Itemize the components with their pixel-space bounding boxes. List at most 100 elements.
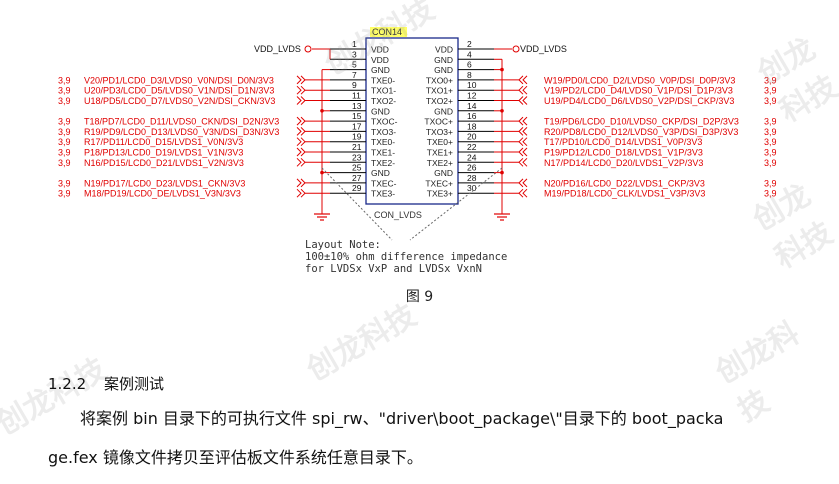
section-title: 案例测试 xyxy=(104,375,165,393)
junction-dot xyxy=(500,67,504,72)
net-label-right: R20/PD8/LCD0_D12/LVDS0_V3P/DSI_D3P/3V3 xyxy=(544,127,738,137)
pin-number-left: 27 xyxy=(352,173,362,183)
pin-name-left: VDD xyxy=(371,55,389,65)
layout-note-line3: for LVDSx VxP and LVDSx VxnN xyxy=(305,263,482,275)
bus-arrow-left xyxy=(296,137,306,147)
bus-arrow-right xyxy=(518,188,528,198)
pin-name-left: TXO2- xyxy=(371,96,396,106)
pin-number-right: 30 xyxy=(467,183,477,193)
bus-arrow-right xyxy=(518,178,528,188)
net-voltage-right: 3,9 xyxy=(764,137,777,147)
pin-name-right: GND xyxy=(434,168,453,178)
net-label-left: U18/PD5/LCD0_D7/LVDS0_V2N/DSI_CKN/3V3 xyxy=(84,96,275,106)
pin-number-left: 9 xyxy=(352,80,357,90)
pin-number-left: 29 xyxy=(352,183,362,193)
bus-arrow-right xyxy=(518,157,528,167)
body-paragraph-line1: 将案例 bin 目录下的可执行文件 spi_rw、"driver\boot_pa… xyxy=(80,409,724,428)
net-voltage-left: 3,9 xyxy=(58,75,71,85)
pin-name-left: TXE2- xyxy=(371,158,395,168)
pin-name-left: GND xyxy=(371,168,390,178)
net-voltage-left: 3,9 xyxy=(58,117,71,127)
pin-name-left: TXOC- xyxy=(371,117,398,127)
pin-number-right: 10 xyxy=(467,80,477,90)
net-label-right: U19/PD4/LCD0_D6/LVDS0_V2P/DSI_CKP/3V3 xyxy=(544,96,734,106)
bus-arrow-left xyxy=(296,127,306,136)
lvds-connector-schematic: CON14 CON_LVDS VDD_LVDS VDD_LVDS Layout … xyxy=(58,27,777,275)
pin-name-left: TXE1- xyxy=(371,148,395,158)
layout-note-line1: Layout Note: xyxy=(305,239,381,251)
net-label-right: W19/PD0/LCD0_D2/LVDS0_V0P/DSI_D0P/3V3 xyxy=(544,75,735,85)
bus-arrow-right xyxy=(518,96,528,105)
pin-name-right: TXE2+ xyxy=(427,158,453,168)
pin-number-right: 4 xyxy=(467,49,472,59)
net-voltage-left: 3,9 xyxy=(58,189,71,199)
net-voltage-right: 3,9 xyxy=(764,75,777,85)
bus-arrow-right xyxy=(518,116,528,126)
pin-number-left: 17 xyxy=(352,121,362,131)
pin-name-right: TXO0+ xyxy=(426,75,453,85)
pin-number-left: 3 xyxy=(352,49,357,59)
note-pointer-left xyxy=(321,167,393,241)
section-number: 1.2.2 xyxy=(48,375,87,393)
net-label-left: N19/PD17/LCD0_D23/LVDS1_CKN/3V3 xyxy=(84,178,245,188)
net-label-right: T19/PD6/LCD0_D10/LVDS0_CKP/DSI_D2P/3V3 xyxy=(544,117,739,127)
pin-name-left: TXO1- xyxy=(371,86,396,96)
pin-number-right: 24 xyxy=(467,152,477,162)
pin-number-left: 13 xyxy=(352,101,362,111)
section-heading: 1.2.2 案例测试 xyxy=(48,373,164,394)
bus-arrow-left xyxy=(296,147,306,157)
pin-name-right: GND xyxy=(434,55,453,65)
pin-number-left: 23 xyxy=(352,152,362,162)
pin-name-left: GND xyxy=(371,65,390,75)
bus-arrow-left xyxy=(296,96,306,105)
pin-number-left: 1 xyxy=(352,39,357,49)
net-label-right: T17/PD10/LCD0_D14/LVDS1_V0P/3V3 xyxy=(544,137,702,147)
pin-name-right: TXE3+ xyxy=(427,189,453,199)
bus-arrow-left xyxy=(296,75,306,85)
connector-ref: CON14 xyxy=(372,27,402,37)
bus-arrow-right xyxy=(518,137,528,147)
junction-dot xyxy=(500,109,504,113)
pin-number-right: 12 xyxy=(467,91,477,101)
pin-name-left: VDD xyxy=(371,45,389,55)
net-label-left: R17/PD11/LCD0_D15/LVDS1_V0N/3V3 xyxy=(84,137,243,147)
pin-number-right: 18 xyxy=(467,121,477,131)
net-voltage-right: 3,9 xyxy=(764,178,777,188)
pin-number-right: 28 xyxy=(467,173,477,183)
pin-name-right: GND xyxy=(434,65,453,75)
pin-number-right: 16 xyxy=(467,111,477,121)
net-voltage-right: 3,9 xyxy=(764,158,777,168)
bus-arrow-left xyxy=(296,178,306,188)
power-label-right: VDD_LVDS xyxy=(520,44,567,54)
note-pointer-right xyxy=(409,167,503,241)
pin-number-right: 22 xyxy=(467,142,477,152)
figure-caption: 图 9 xyxy=(405,289,434,305)
pin-number-left: 21 xyxy=(352,142,362,152)
net-voltage-left: 3,9 xyxy=(58,158,71,168)
net-label-left: T18/PD7/LCD0_D11/LVDS0_CKN/DSI_D2N/3V3 xyxy=(84,117,279,127)
pin-number-left: 19 xyxy=(352,132,362,142)
connector-ref-highlight xyxy=(370,27,407,37)
pin-number-right: 20 xyxy=(467,132,477,142)
net-label-right: N20/PD16/LCD0_D22/LVDS1_CKP/3V3 xyxy=(544,178,705,188)
power-label-left: VDD_LVDS xyxy=(254,44,301,54)
net-label-left: M18/PD19/LCD0_DE/LVDS1_V3N/3V3 xyxy=(84,189,241,199)
bus-arrow-right xyxy=(518,85,528,95)
bus-arrow-left xyxy=(296,188,306,198)
bus-arrow-right xyxy=(518,127,528,136)
pin-name-left: GND xyxy=(371,106,390,116)
body-paragraph-line2: ge.fex 镜像文件拷贝至评估板文件系统任意目录下。 xyxy=(48,448,423,467)
net-label-left: V20/PD1/LCD0_D3/LVDS0_V0N/DSI_D0N/3V3 xyxy=(84,75,274,85)
net-voltage-left: 3,9 xyxy=(58,148,71,158)
net-label-right: V19/PD2/LCD0_D4/LVDS0_V1P/DSI_D1P/3V3 xyxy=(544,86,733,96)
pin-number-right: 2 xyxy=(467,39,472,49)
power-port-right xyxy=(512,45,520,53)
pin-number-right: 6 xyxy=(467,60,472,70)
net-voltage-right: 3,9 xyxy=(764,148,777,158)
bus-arrow-left xyxy=(296,157,306,167)
pin-number-right: 26 xyxy=(467,163,477,173)
junction-dot xyxy=(320,170,324,175)
net-voltage-left: 3,9 xyxy=(58,96,71,106)
net-label-left: R19/PD9/LCD0_D13/LVDS0_V3N/DSI_D3N/3V3 xyxy=(84,127,279,137)
pin-number-right: 8 xyxy=(467,70,472,80)
